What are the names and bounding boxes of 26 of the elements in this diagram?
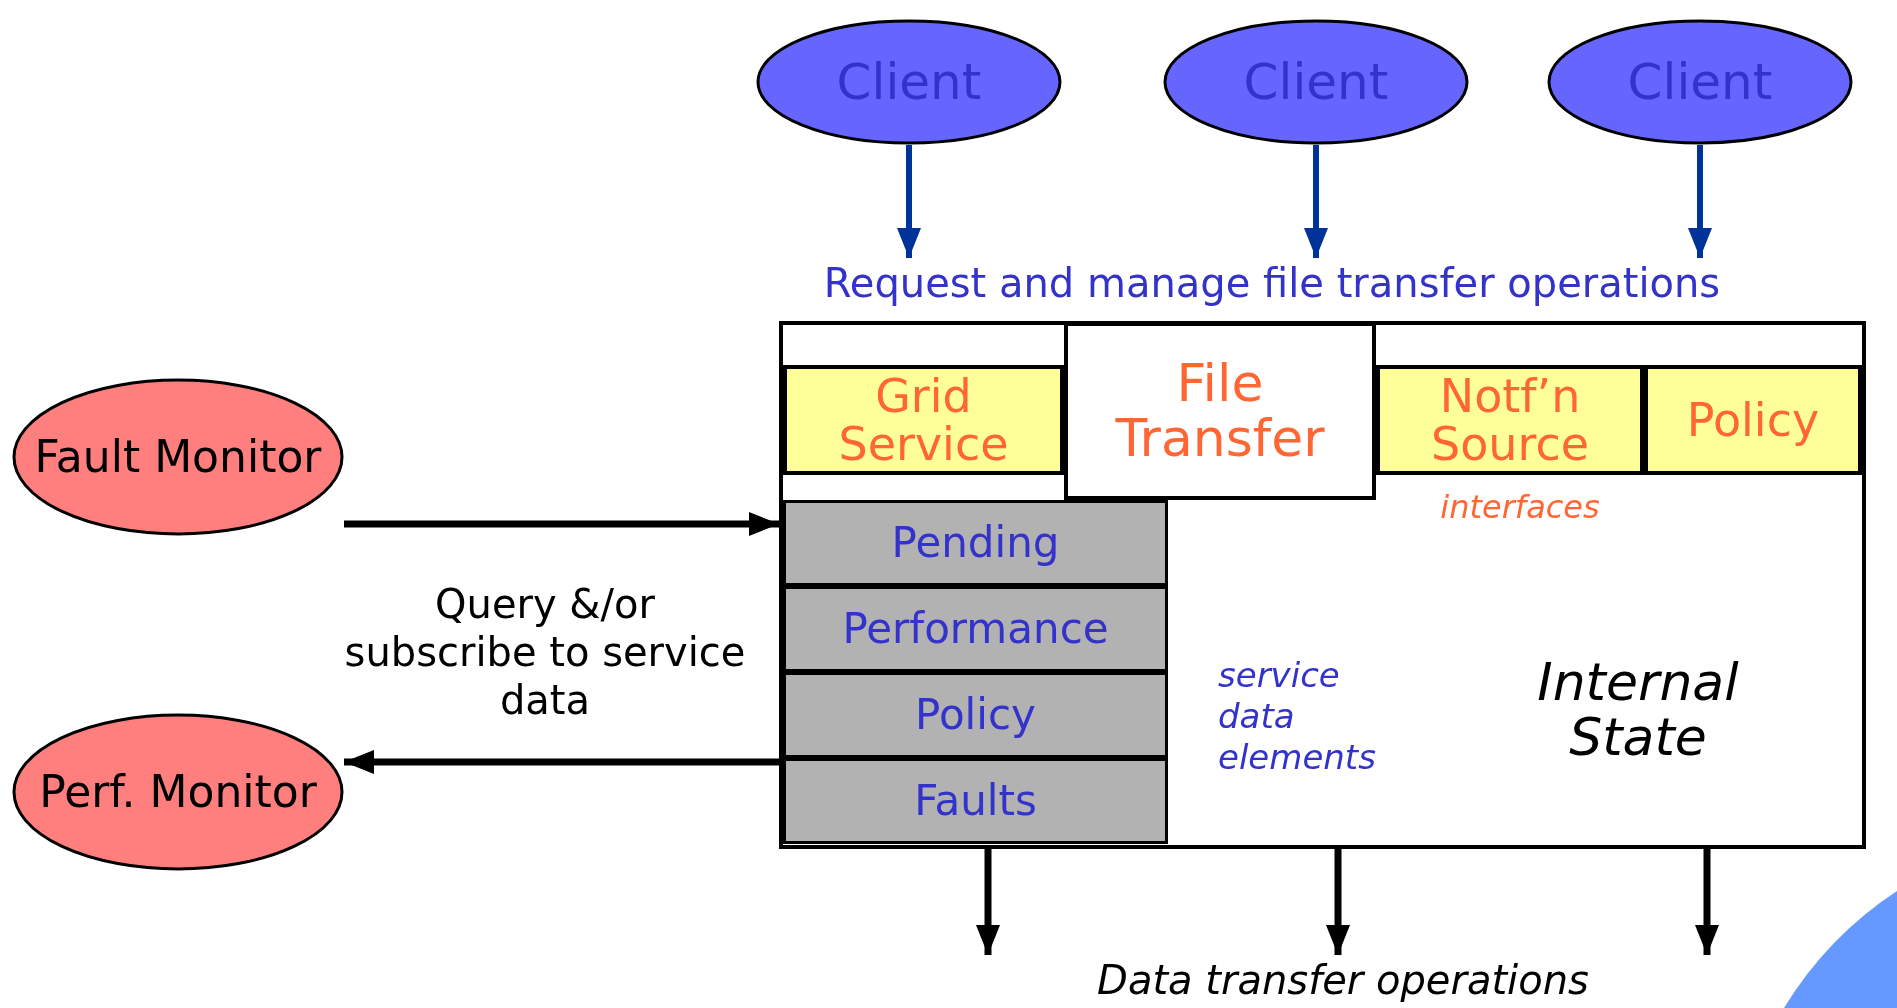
arrow xyxy=(1304,145,1328,258)
service-data-label: Faults xyxy=(914,778,1037,824)
arrow xyxy=(897,145,921,258)
service-box xyxy=(779,321,1866,849)
brace-label: service data elements xyxy=(1218,655,1377,778)
operations-caption: Request and manage file transfer operations xyxy=(823,262,1721,304)
service-data-label: Performance xyxy=(842,606,1109,652)
operations-caption: Data transfer operations xyxy=(1097,959,1589,1001)
service-data-box xyxy=(783,586,1168,672)
service-data-label: Policy xyxy=(915,692,1036,738)
service-data-label: Pending xyxy=(891,520,1060,566)
monitor-label: Perf. Monitor xyxy=(39,768,317,816)
interface-label: Grid Service xyxy=(837,371,1010,469)
service-data-box xyxy=(783,500,1168,586)
interface-label: Policy xyxy=(1686,395,1820,445)
service-data-box xyxy=(783,758,1168,844)
brace-label: interfaces xyxy=(1439,488,1601,527)
note-label: Query &/or subscribe to service data xyxy=(343,580,747,724)
arrow xyxy=(344,750,779,774)
arrow xyxy=(344,512,779,536)
interface-label: File Transfer xyxy=(1114,356,1326,466)
interface-label: Notf’n Source xyxy=(1430,371,1590,469)
internal-state-label: Internal State xyxy=(1536,655,1740,765)
monitor-label: Fault Monitor xyxy=(34,433,322,481)
service-data-box xyxy=(783,672,1168,758)
arrow xyxy=(1688,145,1712,258)
